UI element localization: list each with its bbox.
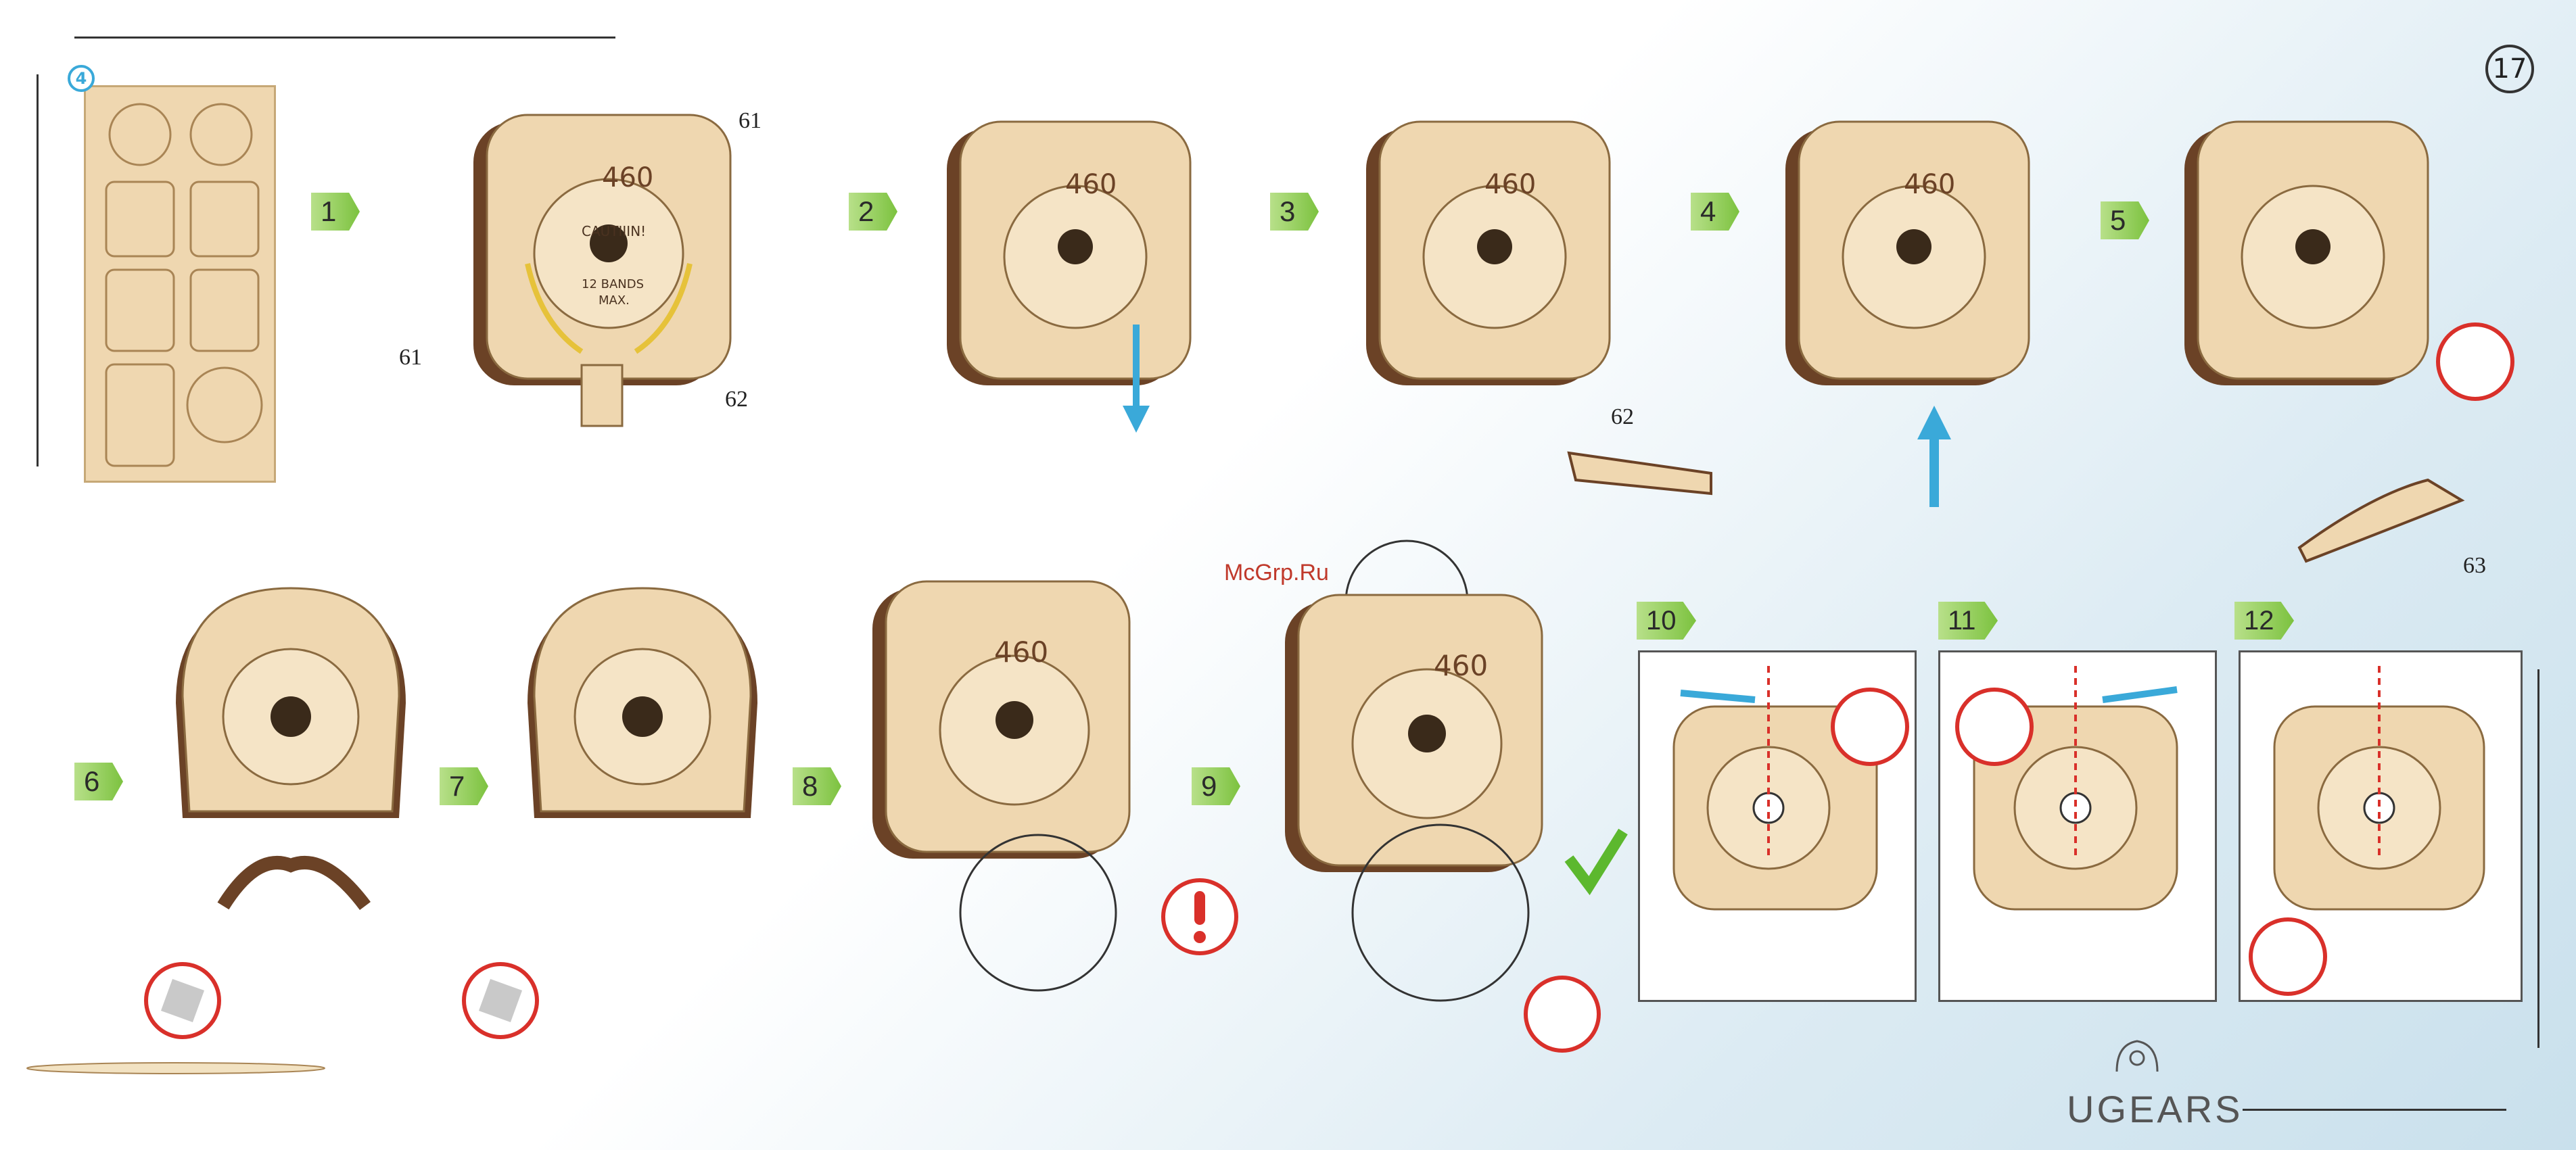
step-badge-3: 3 xyxy=(1270,193,1319,231)
model-step-1-warning: CAUTIIIN! xyxy=(582,223,646,239)
warning-exclamation xyxy=(1159,876,1240,957)
step-badge-1: 1 xyxy=(311,193,360,231)
model-step-1-bands: 12 BANDS xyxy=(582,277,644,291)
step-badge-5: 5 xyxy=(2101,201,2149,239)
cutter-warning-step-6 xyxy=(142,960,223,1041)
model-step-1-max: MAX. xyxy=(599,293,630,308)
sheet-number-badge: 4 xyxy=(68,65,95,92)
detail-box-step-10 xyxy=(1638,650,1917,1002)
frame-left-line xyxy=(37,74,39,466)
callout-61-b: 61 xyxy=(399,345,422,370)
gear-logo-icon xyxy=(2110,1034,2164,1075)
detail-box-step-12 xyxy=(2239,650,2523,1002)
step-badge-9: 9 xyxy=(1192,767,1240,805)
model-step-3 xyxy=(1353,115,1731,521)
model-step-1 xyxy=(460,108,744,433)
brand-logo: UGEARS xyxy=(2067,1087,2243,1131)
toothpick-step-6 xyxy=(20,1055,331,1082)
model-step-2 xyxy=(933,115,1217,466)
step-badge-10: 10 xyxy=(1637,602,1696,640)
detail-box-step-11 xyxy=(1938,650,2217,1002)
model-step-8-number: 460 xyxy=(994,636,1048,669)
model-step-7 xyxy=(514,581,771,933)
detail-drawing-step-12 xyxy=(2241,652,2525,1004)
step-badge-12: 12 xyxy=(2234,602,2294,640)
detail-drawing-step-10 xyxy=(1640,652,1919,1004)
parts-sheet xyxy=(84,85,276,483)
step-badge-2: 2 xyxy=(849,193,897,231)
model-step-5 xyxy=(2171,115,2523,588)
parts-sheet-drawing xyxy=(86,87,278,485)
page-number: 17 xyxy=(2485,45,2534,93)
frame-right-line xyxy=(2537,669,2539,1048)
detail-drawing-step-11 xyxy=(1940,652,2219,1004)
model-step-2-number: 460 xyxy=(1065,169,1117,200)
model-step-6 xyxy=(162,581,419,933)
step-badge-6: 6 xyxy=(74,763,123,800)
step-badge-8: 8 xyxy=(793,767,841,805)
cutter-warning-step-7 xyxy=(460,960,541,1041)
frame-top-line xyxy=(74,37,615,39)
frame-bottom-line xyxy=(2243,1109,2506,1111)
step-badge-11: 11 xyxy=(1938,602,1998,640)
model-step-9 xyxy=(1271,561,1623,1034)
model-step-4-number: 460 xyxy=(1904,169,1955,200)
model-step-3-number: 460 xyxy=(1484,169,1536,200)
model-step-1-number: 460 xyxy=(602,162,653,193)
model-step-9-number: 460 xyxy=(1434,649,1488,682)
watermark: McGrp.Ru xyxy=(1224,560,1329,586)
step-badge-7: 7 xyxy=(440,767,488,805)
